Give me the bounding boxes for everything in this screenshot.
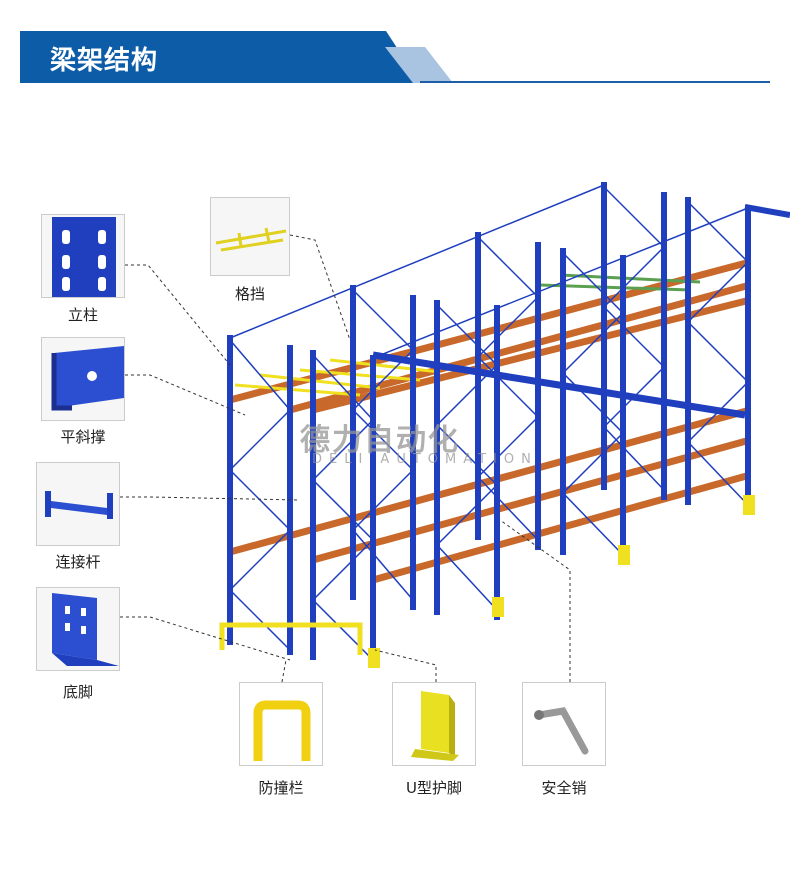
leader-lines <box>120 234 571 683</box>
part-label: U型护脚 <box>406 779 462 797</box>
header-banner <box>20 31 420 83</box>
watermark-cn: 德力自动化 <box>300 423 460 458</box>
grid-stop-icon <box>210 197 290 276</box>
brace-icon <box>41 337 125 421</box>
part-label: 立柱 <box>67 306 98 324</box>
braces <box>228 184 750 661</box>
part-label: 防撞栏 <box>258 779 304 797</box>
guard-rail-icon <box>239 682 323 766</box>
header-underline <box>420 81 770 83</box>
base-plate-icon <box>36 587 120 671</box>
u-protector-icon <box>392 682 476 766</box>
watermark-en: DELI AUTOMATION <box>312 452 538 467</box>
connector-bar-icon <box>36 462 120 546</box>
upright-icon <box>41 214 125 298</box>
u-protectors <box>368 495 755 668</box>
safety-pin-icon <box>522 682 606 766</box>
guard-rail <box>219 622 363 655</box>
part-label: 平斜撑 <box>60 428 106 446</box>
part-label: 格挡 <box>234 285 265 303</box>
grid-stops <box>234 358 441 397</box>
part-label: 安全销 <box>541 779 587 797</box>
part-label: 底脚 <box>62 683 93 701</box>
guide-rail <box>372 351 746 419</box>
page-title: 梁架结构 <box>50 46 159 76</box>
part-label: 连接杆 <box>55 553 101 571</box>
